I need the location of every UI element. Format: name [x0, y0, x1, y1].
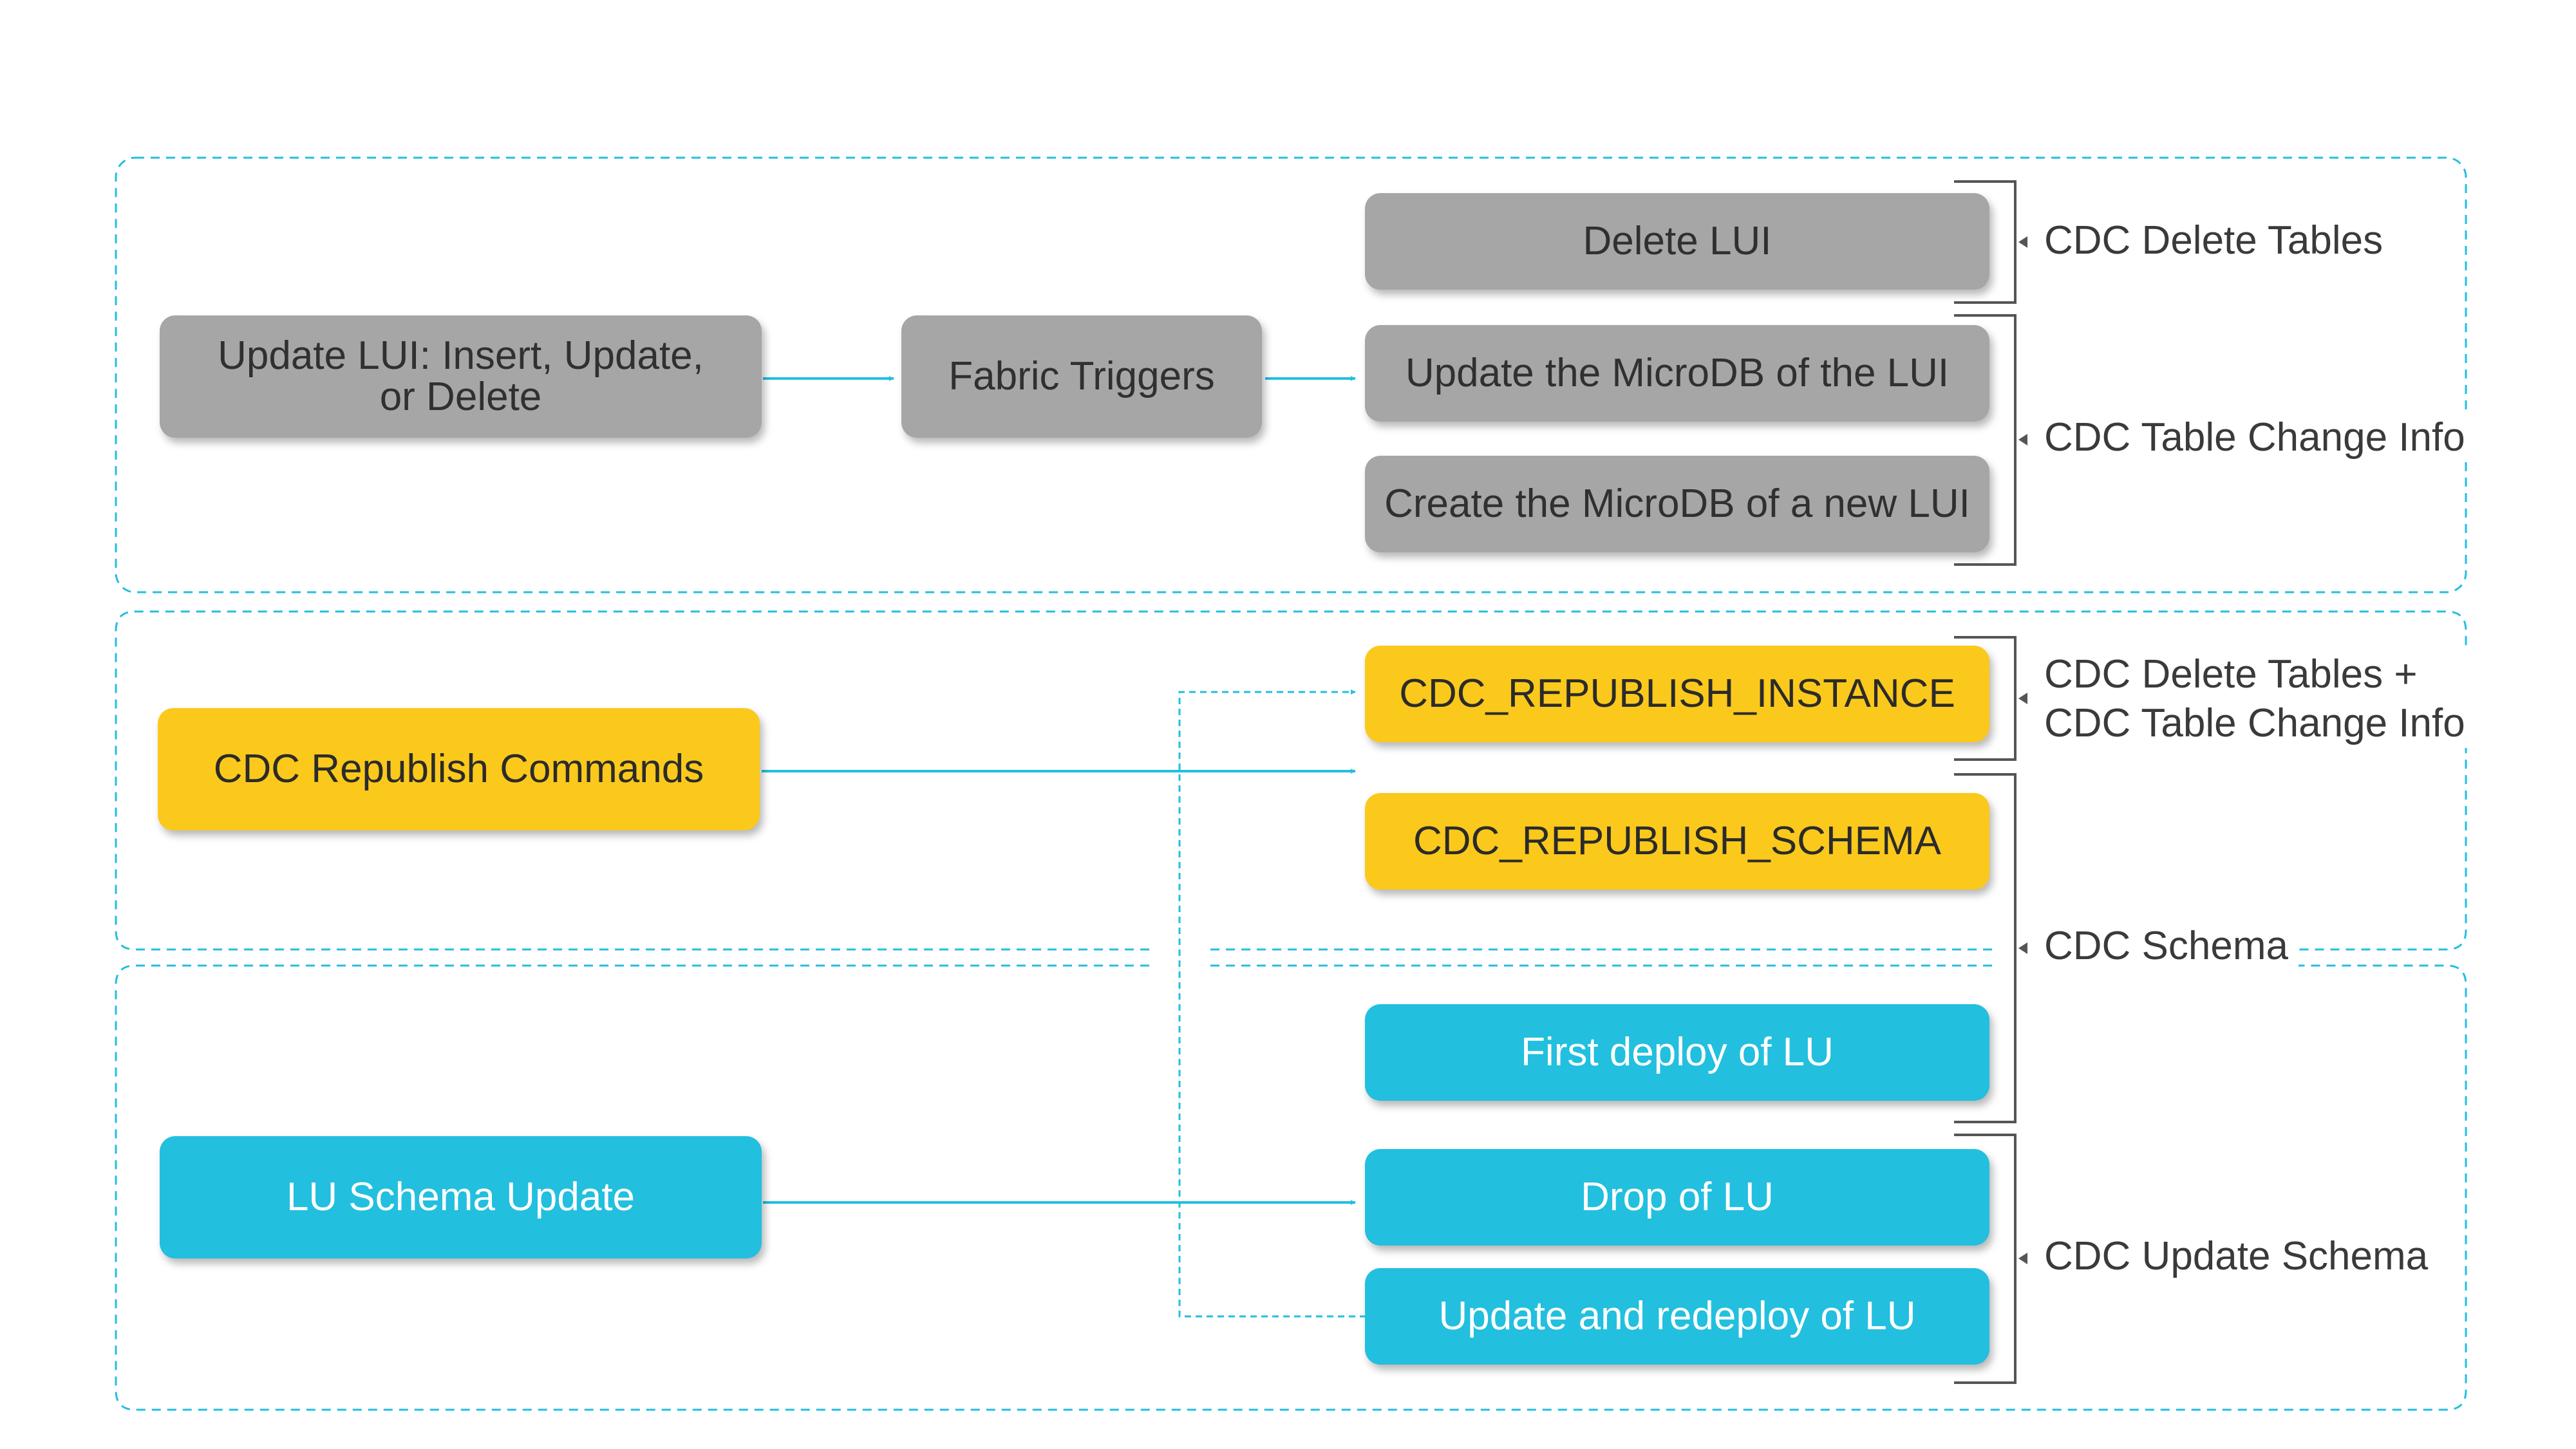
republish-schema-label: CDC_REPUBLISH_SCHEMA — [1413, 819, 1941, 863]
dashed-arrow-redeploy-to-republish-instance — [1178, 689, 1366, 1318]
drop-lu-label: Drop of LU — [1581, 1175, 1774, 1219]
cdc-republish-commands-label: CDC Republish Commands — [213, 747, 704, 791]
fabric-triggers-box: Fabric Triggers — [901, 315, 1262, 438]
update-lui-label: Update LUI: Insert, Update, or Delete — [218, 333, 704, 419]
update-lui-box: Update LUI: Insert, Update, or Delete — [160, 315, 762, 438]
group-lui-update — [115, 156, 2467, 594]
bracket-delete-plus-change — [1954, 636, 2027, 761]
bracket-table-change-info — [1954, 314, 2027, 566]
first-deploy-box: First deploy of LU — [1365, 1004, 1989, 1101]
group-schema-update — [115, 964, 2467, 1411]
republish-instance-box: CDC_REPUBLISH_INSTANCE — [1365, 646, 1989, 742]
fabric-triggers-label: Fabric Triggers — [948, 354, 1215, 398]
cdc-update-schema-label: CDC Update Schema — [2038, 1232, 2435, 1281]
cdc-table-change-info-label: CDC Table Change Info — [2038, 413, 2472, 462]
bracket-cdc-schema — [1954, 773, 2027, 1123]
create-microdb-label: Create the MicroDB of a new LUI — [1384, 481, 1970, 526]
update-microdb-box: Update the MicroDB of the LUI — [1365, 325, 1989, 422]
delete-lui-box: Delete LUI — [1365, 193, 1989, 290]
update-microdb-label: Update the MicroDB of the LUI — [1405, 351, 1950, 395]
first-deploy-label: First deploy of LU — [1521, 1030, 1834, 1074]
delete-lui-label: Delete LUI — [1583, 219, 1772, 263]
group-republish — [115, 610, 2467, 951]
lu-schema-update-box: LU Schema Update — [160, 1136, 762, 1258]
cdc-schema-label: CDC Schema — [2038, 922, 2295, 971]
republish-instance-label: CDC_REPUBLISH_INSTANCE — [1399, 671, 1955, 716]
update-redeploy-label: Update and redeploy of LU — [1438, 1294, 1916, 1338]
bracket-update-schema — [1954, 1134, 2027, 1384]
cdc-delete-plus-change-label: CDC Delete Tables + CDC Table Change Inf… — [2038, 650, 2472, 748]
drop-lu-box: Drop of LU — [1365, 1149, 1989, 1246]
bracket-delete-tables — [1954, 180, 2027, 304]
update-redeploy-box: Update and redeploy of LU — [1365, 1268, 1989, 1365]
cdc-republish-commands-box: CDC Republish Commands — [158, 708, 760, 830]
republish-schema-box: CDC_REPUBLISH_SCHEMA — [1365, 793, 1989, 890]
cdc-delete-tables-label: CDC Delete Tables — [2038, 216, 2390, 265]
create-microdb-box: Create the MicroDB of a new LUI — [1365, 456, 1989, 552]
lu-schema-update-label: LU Schema Update — [286, 1175, 635, 1219]
